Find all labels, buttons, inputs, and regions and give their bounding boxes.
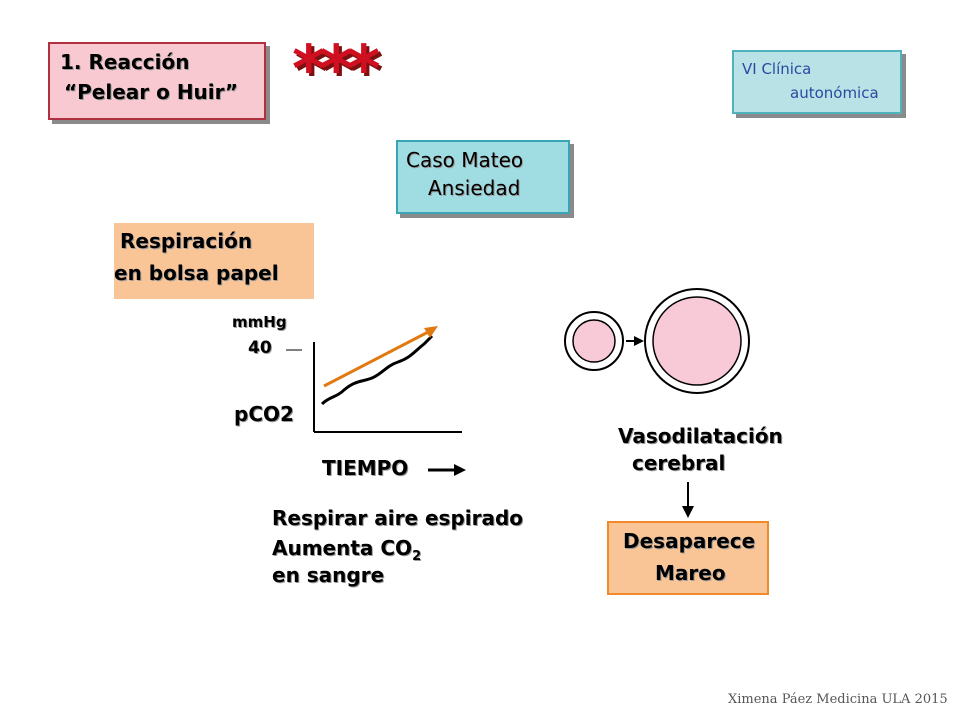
down-arrowhead (682, 506, 694, 518)
explain-line2-main: Aumenta CO (272, 536, 413, 560)
explain-line3: en sangre (272, 563, 385, 587)
reaccion-subtitle: “Pelear o Huir” (64, 80, 239, 104)
large-vessel-inner (652, 296, 742, 386)
explain-line2: Aumenta CO2 (272, 536, 421, 564)
respiracion-line2: en bolsa papel (114, 261, 279, 285)
pco2-curve (320, 334, 434, 406)
footer-credit: Ximena Páez Medicina ULA 2015 (728, 692, 948, 707)
section-line1: VI Clínica (742, 60, 812, 78)
graph-tick-label: 40 (248, 338, 272, 358)
graph-xlabel: TIEMPO (322, 456, 409, 480)
desaparece-box: Desaparece Mareo (607, 521, 769, 595)
desaparece-line2: Mareo (655, 561, 726, 585)
stars-mark: *** (292, 33, 380, 107)
desaparece-line1: Desaparece (623, 529, 756, 553)
reaccion-box: 1. Reacción “Pelear o Huir” (48, 42, 266, 120)
respiracion-line1: Respiración (120, 229, 253, 253)
section-box: VI Clínica autonómica (732, 50, 902, 114)
caso-title: Caso Mateo (406, 148, 524, 172)
explain-line2-sub: 2 (412, 549, 422, 564)
graph-unit-label: mmHg (232, 313, 287, 331)
trend-arrowhead (424, 326, 438, 338)
section-line2: autonómica (790, 84, 879, 102)
explain-line1: Respirar aire espirado (272, 506, 524, 530)
vaso-line1: Vasodilatación (618, 424, 783, 448)
vaso-line2: cerebral (632, 451, 726, 475)
graph-ylabel: pCO2 (234, 402, 294, 426)
caso-subtitle: Ansiedad (428, 176, 521, 200)
vessel-arrowhead (634, 336, 644, 346)
respiracion-box: Respiración en bolsa papel (114, 223, 314, 299)
caso-box: Caso Mateo Ansiedad (396, 140, 570, 214)
pco2-trend-arrow (323, 328, 433, 388)
tiempo-arrowhead (454, 464, 466, 476)
reaccion-title: 1. Reacción (60, 50, 190, 74)
small-vessel-inner (572, 319, 616, 363)
